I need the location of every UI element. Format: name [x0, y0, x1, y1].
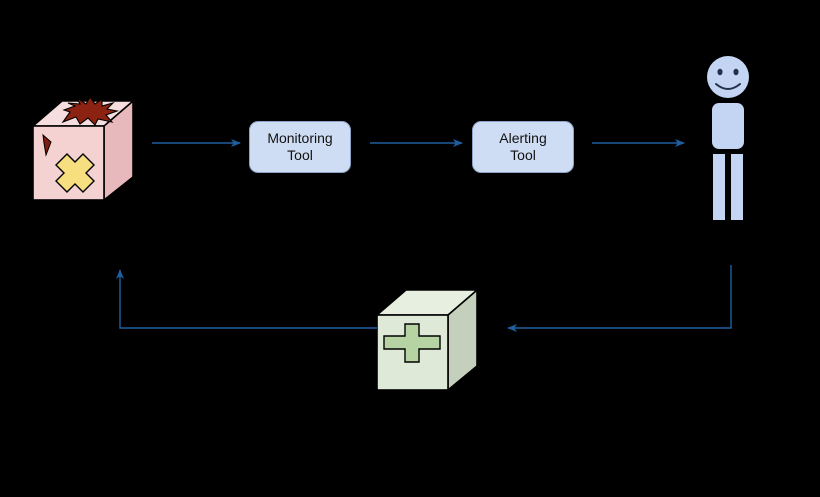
arrow-person-to-healthy-service	[507, 265, 732, 332]
person-smile-icon	[715, 83, 741, 90]
arrow-healthy-service-to-failed-service	[116, 269, 377, 329]
healthy-cube-plus-mark-icon	[383, 323, 441, 363]
failed-cube-burst-icon	[61, 95, 120, 126]
failed-service-cube	[30, 95, 136, 202]
person-right-eye-icon	[733, 68, 739, 76]
monitoring-tool-label: Monitoring Tool	[267, 130, 332, 164]
monitoring-tool-box[interactable]: Monitoring Tool	[249, 121, 351, 173]
healthy-service-cube	[374, 288, 480, 392]
alerting-tool-box[interactable]: Alerting Tool	[472, 121, 574, 173]
alerting-tool-label: Alerting Tool	[499, 130, 546, 164]
person-left-leg-icon	[713, 154, 725, 220]
person-torso-icon	[712, 103, 744, 149]
person-left-eye-icon	[717, 68, 723, 76]
alerting-tool-label-line2: Tool	[510, 147, 536, 163]
alerting-tool-label-line1: Alerting	[499, 130, 547, 146]
on-call-person-actor	[707, 56, 749, 220]
failed-cube-x-mark-icon	[55, 153, 95, 193]
person-right-leg-icon	[731, 154, 743, 220]
failed-cube-shard-icon	[42, 133, 52, 157]
monitoring-tool-label-line2: Tool	[287, 147, 313, 163]
monitoring-tool-label-line1: Monitoring	[267, 130, 333, 146]
person-head-icon	[707, 56, 749, 98]
